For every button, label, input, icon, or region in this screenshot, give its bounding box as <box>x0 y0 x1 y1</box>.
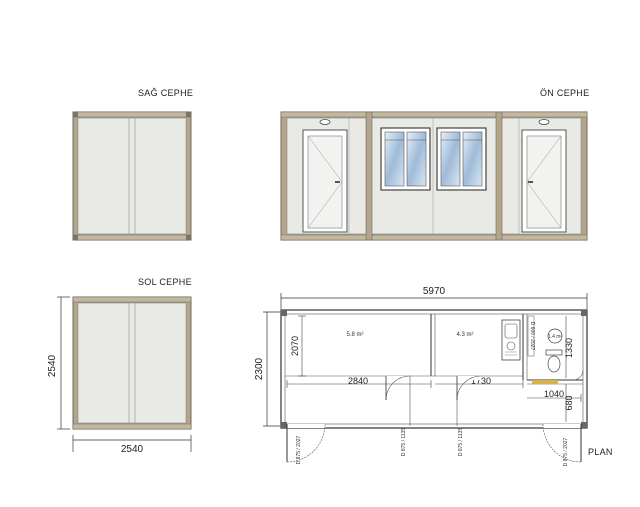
lamp-icon <box>538 119 550 125</box>
dim-corridor-depth: 680 <box>564 395 574 410</box>
title-front-elevation: ÖN CEPHE <box>540 88 589 98</box>
dim-room1-length: 2840 <box>348 376 368 386</box>
dim-plan-width: 2300 <box>254 357 265 380</box>
door-label-inner-1: D 875 / 1135 <box>401 428 407 456</box>
title-left-elevation: SOL CEPHE <box>138 277 192 287</box>
title-plan: PLAN <box>588 447 613 457</box>
toilet-icon <box>545 349 563 373</box>
sink-icon <box>501 319 521 361</box>
room1-area: 5.8 m² <box>346 332 363 338</box>
door-inner-1 <box>385 375 411 426</box>
door-outer-right <box>542 423 582 463</box>
wc-area: 1.4 m² <box>548 334 563 340</box>
dim-total-length: 5970 <box>423 286 446 297</box>
front-door-left <box>302 129 348 233</box>
left-elevation-dimensions <box>57 296 192 452</box>
front-door-right <box>521 129 567 233</box>
door-label-outer-left: D 875 / 2027 <box>296 435 302 464</box>
front-window-right <box>436 127 487 191</box>
wc-door-swing <box>572 369 584 381</box>
dim-side-height: 2540 <box>47 354 58 377</box>
left-elevation <box>72 296 192 430</box>
room2-area: 4.3 m² <box>456 332 473 338</box>
door-inner-2 <box>456 375 482 426</box>
door-label-wc: D 600 / 2027 <box>529 322 535 351</box>
wc-door-leaf <box>532 380 558 384</box>
door-label-outer-right: D 875 / 2027 <box>563 437 569 466</box>
right-elevation <box>72 111 192 241</box>
front-window-left <box>380 127 431 191</box>
door-label-inner-2: D 875 / 1135 <box>458 428 464 456</box>
plan: 5970 2300 <box>254 286 588 466</box>
wc-area-marker <box>547 328 563 344</box>
dim-room2-length: 1730 <box>471 376 491 386</box>
dim-side-width: 2540 <box>121 444 144 455</box>
dim-room-depth: 2070 <box>290 336 300 356</box>
dim-wc-length: 1040 <box>544 389 564 399</box>
title-right-elevation: SAĞ CEPHE <box>138 88 193 98</box>
wc-door-frame <box>527 315 535 357</box>
lamp-icon <box>319 119 331 125</box>
dim-wc-depth: 1330 <box>564 338 574 358</box>
front-elevation <box>280 111 588 241</box>
door-outer-left <box>286 423 326 463</box>
